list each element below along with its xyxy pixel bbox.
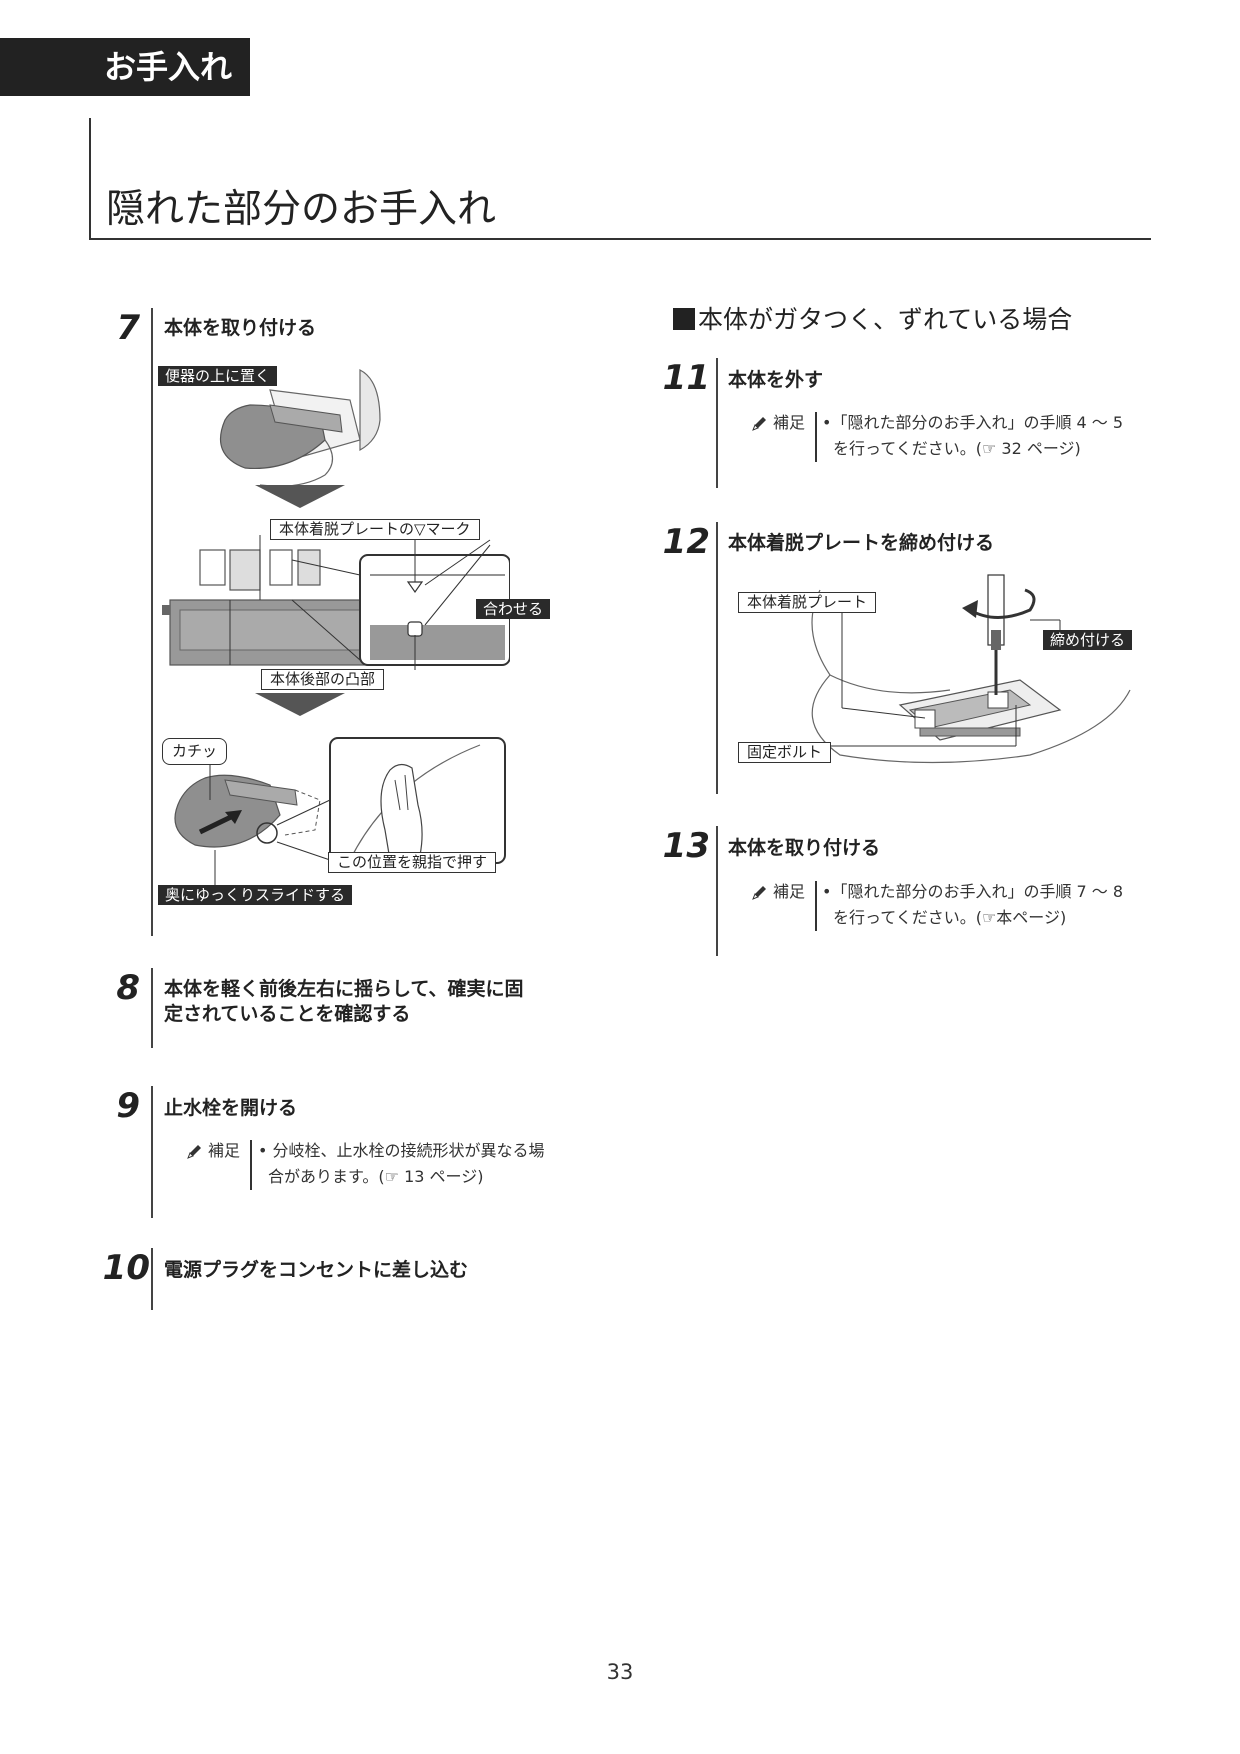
slide-seat-illustration	[174, 737, 506, 885]
step-12-title: 本体着脱プレートを締め付ける	[728, 532, 995, 554]
step-13-title: 本体を取り付ける	[728, 837, 881, 859]
step-8-title-line2: 定されていることを確認する	[164, 1003, 411, 1025]
seat-on-bowl-illustration	[219, 369, 381, 487]
step-10-bar	[151, 1248, 153, 1310]
label-rear-bump: 本体後部の凸部	[261, 669, 385, 690]
label-slide-back: 奥にゆっくりスライドする	[158, 885, 353, 905]
step-8-bar	[151, 968, 153, 1048]
step-13-note-bar	[815, 881, 817, 931]
pencil-icon	[752, 417, 766, 431]
figure-step-12	[785, 574, 1131, 764]
down-arrow-icon	[255, 693, 345, 716]
label-place-on-bowl: 便器の上に置く	[158, 366, 278, 386]
down-arrow-icon	[255, 485, 345, 508]
step-12-number: 12	[662, 522, 710, 562]
step-9-note-bar	[250, 1140, 252, 1190]
label-press-thumb: この位置を親指で押す	[328, 852, 497, 873]
pencil-icon	[752, 886, 766, 900]
step-13-note-line1: •「隠れた部分のお手入れ」の手順 7 〜 8	[822, 882, 1124, 901]
step-7-number: 7	[116, 308, 140, 348]
step-9-note-line2: 合があります。(☞ 13 ページ)	[268, 1167, 484, 1186]
figure-step-7	[162, 369, 510, 885]
step-11-note-line1: •「隠れた部分のお手入れ」の手順 4 〜 5	[822, 413, 1124, 432]
step-11-note-label: 補足	[773, 413, 806, 432]
step-11-bar	[716, 358, 718, 488]
step-13-number: 13	[662, 826, 710, 866]
step-9-note-label: 補足	[208, 1141, 241, 1160]
step-9-number: 9	[116, 1086, 140, 1126]
step-10-number: 10	[102, 1248, 150, 1288]
label-fixing-bolt: 固定ボルト	[738, 742, 832, 763]
step-13-note-line2: を行ってください。(☞本ページ)	[833, 908, 1067, 927]
step-9-bar	[151, 1086, 153, 1218]
square-bullet-icon	[673, 308, 695, 330]
label-tighten: 締め付ける	[1043, 630, 1133, 650]
title-rule-vertical	[89, 118, 91, 240]
page-number: 33	[606, 1660, 634, 1684]
step-11-number: 11	[662, 358, 710, 398]
label-align: 合わせる	[476, 599, 551, 619]
step-11-title: 本体を外す	[728, 369, 824, 391]
sub-heading-text: 本体がガタつく、ずれている場合	[698, 305, 1073, 334]
title-rule-horizontal	[89, 238, 1151, 240]
step-13-bar	[716, 826, 718, 956]
step-8-title-line1: 本体を軽く前後左右に揺らして、確実に固	[164, 978, 524, 1000]
step-9-note-line1: • 分岐栓、止水栓の接続形状が異なる場	[258, 1141, 545, 1160]
sub-heading: 本体がガタつく、ずれている場合	[673, 300, 1072, 336]
step-7-bar	[151, 308, 153, 936]
label-release-plate: 本体着脱プレート	[738, 592, 877, 613]
step-10-title: 電源プラグをコンセントに差し込む	[164, 1259, 469, 1281]
plate-alignment-illustration	[162, 535, 510, 670]
label-plate-mark: 本体着脱プレートの▽マーク	[270, 519, 480, 540]
step-12-bar	[716, 522, 718, 794]
section-tab: お手入れ	[0, 38, 250, 96]
label-click: カチッ	[162, 738, 228, 765]
step-13-note-label: 補足	[773, 882, 806, 901]
step-8-number: 8	[116, 968, 140, 1008]
step-11-note-line2: を行ってください。(☞ 32 ページ)	[833, 439, 1081, 458]
page-title: 隠れた部分のお手入れ	[106, 187, 497, 232]
pencil-icon	[187, 1145, 201, 1159]
step-7-title: 本体を取り付ける	[164, 317, 317, 339]
step-11-note-bar	[815, 412, 817, 462]
step-9-title: 止水栓を開ける	[164, 1097, 298, 1119]
